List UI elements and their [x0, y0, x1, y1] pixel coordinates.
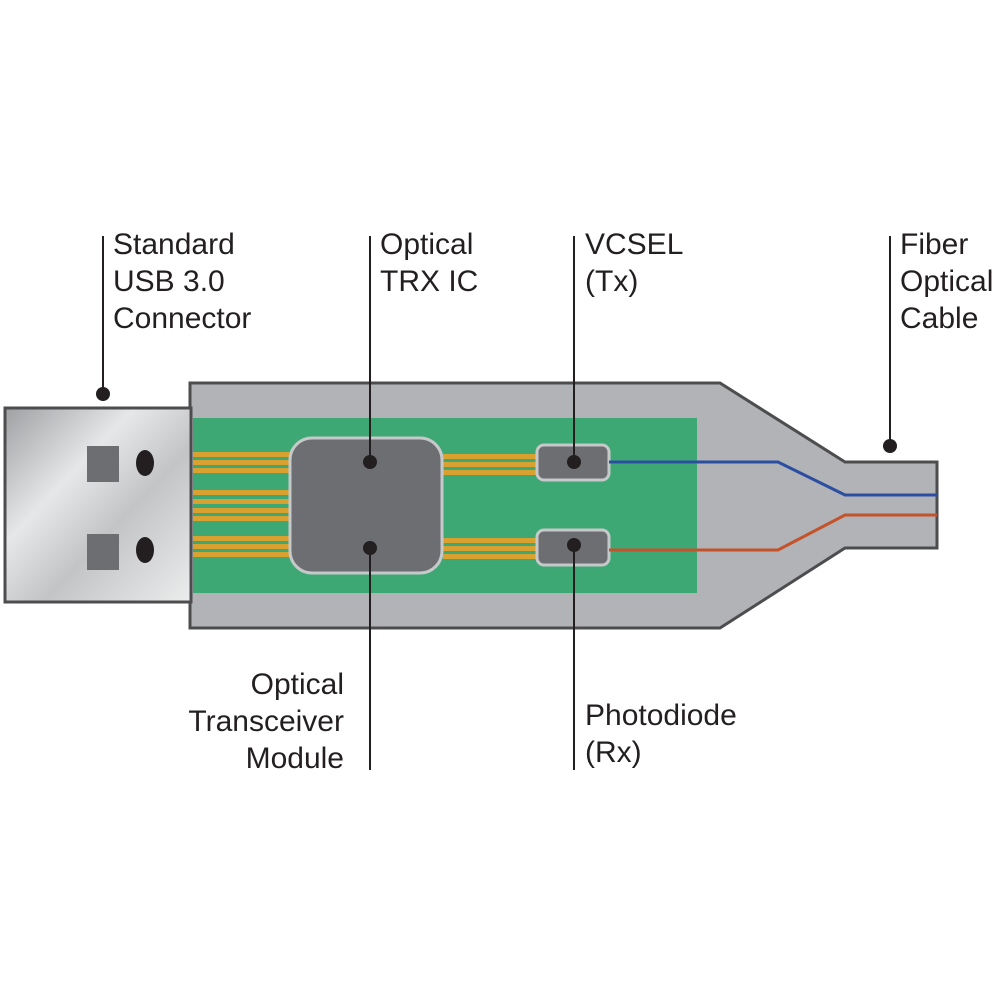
photodiode-dot — [567, 538, 581, 552]
trx-ic-dot — [363, 455, 377, 469]
vcsel-dot — [567, 455, 581, 469]
usb-plug-dimple-top — [136, 450, 154, 476]
gold-traces-optics — [443, 454, 538, 559]
optical-trx-ic-chip — [288, 436, 444, 575]
transceiver-module-dot — [363, 541, 377, 555]
pcb-board — [193, 418, 697, 593]
leader-lines — [102, 236, 891, 770]
label-trx-ic: Optical TRX IC — [380, 228, 479, 298]
label-vcsel: VCSEL (Tx) — [585, 228, 684, 298]
label-fiber-cable: Fiber Optical Cable — [900, 228, 994, 335]
usb-connector-dot — [96, 387, 110, 401]
leader-dots — [96, 387, 897, 555]
label-photodiode: Photodiode (Rx) — [585, 699, 737, 769]
label-usb-connector: Standard USB 3.0 Connector — [113, 228, 252, 335]
gold-traces-connector — [193, 452, 291, 557]
usb-plug-hole-top — [87, 446, 119, 482]
usb-plug-shell — [3, 406, 193, 604]
rx-fiber-line — [609, 513, 937, 552]
fiber-cable-dot — [883, 439, 897, 453]
usb-plug-hole-bottom — [87, 534, 119, 570]
label-transceiver-module: Optical Transceiver Module — [188, 668, 344, 775]
tx-fiber-line — [609, 460, 937, 497]
usb-plug-dimple-bottom — [136, 537, 154, 563]
